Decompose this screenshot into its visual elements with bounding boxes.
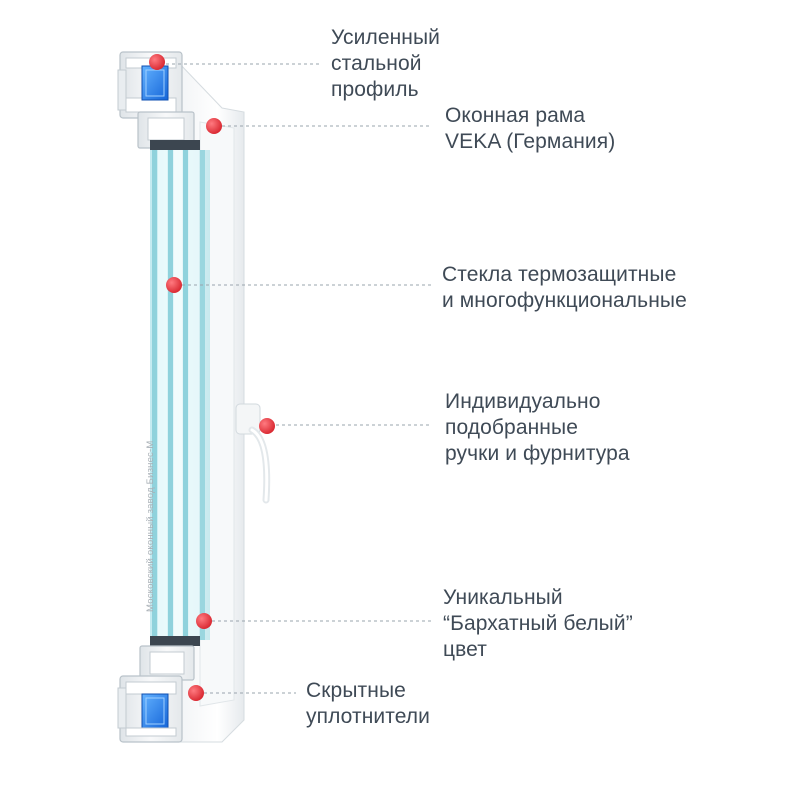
callout-line: “Бархатный белый” bbox=[443, 612, 633, 635]
callout-line: профиль bbox=[331, 78, 419, 101]
callout-line: VEKA (Германия) bbox=[445, 130, 616, 153]
callout-glass: Стекла термозащитные и многофункциональн… bbox=[442, 262, 687, 314]
marker-color bbox=[196, 613, 212, 629]
callout-hidden-seals: Скрытные уплотнители bbox=[306, 678, 430, 730]
callout-handles: Индивидуально подобранные ручки и фурнит… bbox=[445, 389, 630, 467]
callout-line: Стекла термозащитные bbox=[442, 263, 677, 286]
callout-line: Усиленный bbox=[331, 26, 441, 49]
callout-line: подобранные bbox=[445, 416, 578, 439]
callout-line: Скрытные bbox=[306, 679, 406, 702]
marker-glass bbox=[166, 277, 182, 293]
marker-handle bbox=[259, 418, 275, 434]
callout-line: и многофункциональные bbox=[442, 289, 687, 312]
callout-line: Уникальный bbox=[443, 586, 563, 609]
callout-line: цвет bbox=[443, 638, 487, 661]
callout-line: ручки и фурнитура bbox=[445, 442, 630, 465]
markers bbox=[149, 54, 275, 701]
callout-velvet-white: Уникальный “Бархатный белый” цвет bbox=[443, 585, 633, 663]
bottom-profile bbox=[117, 636, 200, 743]
marker-frame bbox=[206, 118, 222, 134]
callout-steel-profile: Усиленный стальной профиль bbox=[331, 25, 440, 103]
glass-panes bbox=[150, 150, 210, 640]
callout-line: Оконная рама bbox=[445, 104, 586, 127]
marker-steel bbox=[149, 54, 165, 70]
leader-lines bbox=[166, 63, 432, 694]
marker-seals bbox=[188, 685, 204, 701]
handle bbox=[235, 403, 271, 504]
callout-line: уплотнители bbox=[306, 705, 430, 728]
callout-window-frame: Оконная рама VEKA (Германия) bbox=[445, 103, 615, 155]
watermark: Московский оконный завод Бизнес-М bbox=[145, 440, 156, 613]
callout-line: стальной bbox=[331, 52, 422, 75]
callout-line: Индивидуально bbox=[445, 390, 601, 413]
